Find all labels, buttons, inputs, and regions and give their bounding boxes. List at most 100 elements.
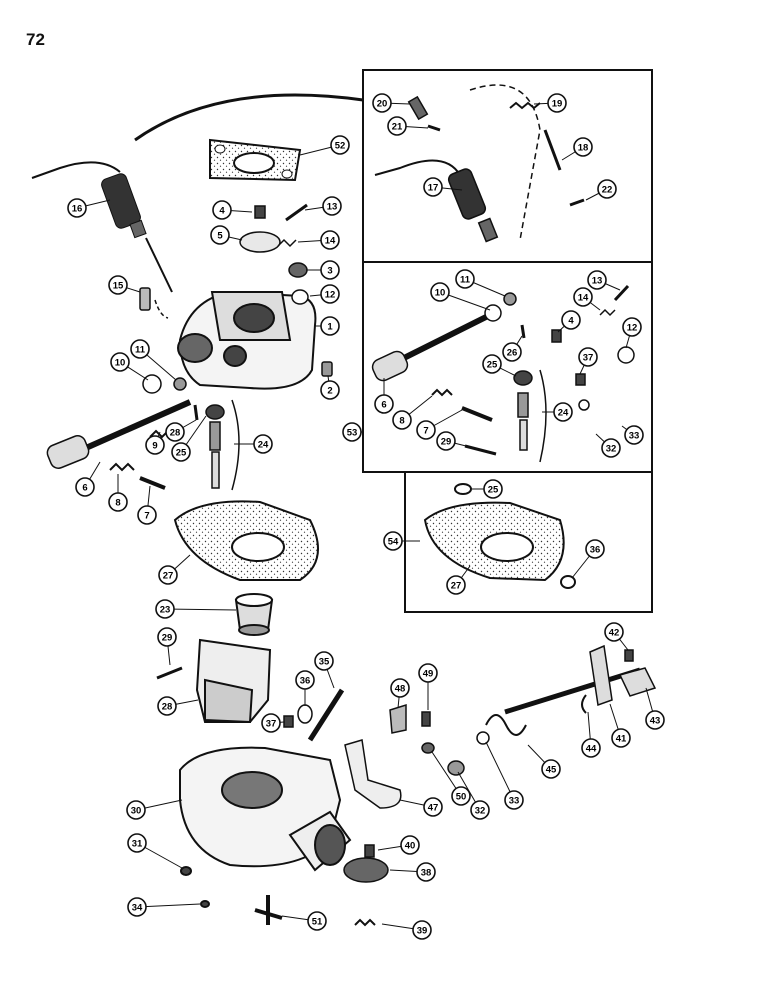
callout-circle — [157, 696, 177, 716]
callout-label: 49 — [423, 669, 434, 680]
callout-label: 32 — [475, 806, 486, 817]
callout-label: 36 — [300, 676, 311, 687]
callout-label: 53 — [347, 428, 358, 439]
callout-53: 53 — [342, 422, 362, 442]
callout-1: 1 — [320, 316, 340, 336]
callout-circle — [418, 663, 438, 683]
callout-circle — [483, 479, 503, 499]
callout-label: 27 — [451, 581, 462, 592]
callout-11: 11 — [455, 269, 475, 289]
venturi-23 — [234, 593, 274, 636]
callout-label: 28 — [162, 702, 173, 713]
callout-38: 38 — [416, 862, 436, 882]
callout-circle — [561, 310, 581, 330]
callout-label: 42 — [609, 628, 620, 639]
body-gasket-27 — [173, 500, 319, 581]
callout-label: 25 — [487, 360, 498, 371]
callout-label: 34 — [132, 903, 143, 914]
callout-label: 23 — [160, 605, 171, 616]
callout-34: 34 — [127, 897, 147, 917]
callout-circle — [622, 317, 642, 337]
callout-circle — [165, 422, 185, 442]
callout-30: 30 — [126, 800, 146, 820]
callout-label: 25 — [488, 485, 499, 496]
callout-circle — [416, 420, 436, 440]
callout-label: 19 — [552, 99, 563, 110]
callout-circle — [645, 710, 665, 730]
callout-label: 16 — [72, 204, 83, 215]
fuel-shutoff-solenoid-16 — [31, 161, 173, 293]
callout-41: 41 — [611, 728, 631, 748]
callout-label: 3 — [327, 266, 332, 277]
callout-label: 29 — [162, 633, 173, 644]
callout-9: 9 — [145, 435, 165, 455]
linkage-parts — [344, 644, 657, 809]
callout-label: 4 — [219, 206, 225, 217]
callout-label: 6 — [82, 483, 87, 494]
callout-circle — [624, 425, 644, 445]
inset-53-parts — [371, 284, 635, 463]
callout-label: 44 — [586, 744, 597, 755]
callout-label: 18 — [578, 143, 589, 154]
callout-label: 12 — [627, 323, 638, 334]
callout-48: 48 — [390, 678, 410, 698]
callout-circle — [320, 316, 340, 336]
callout-circle — [578, 347, 598, 367]
callout-circle — [157, 627, 177, 647]
callout-label: 31 — [132, 839, 143, 850]
callout-6: 6 — [374, 394, 394, 414]
callout-circle — [601, 438, 621, 458]
callout-circle — [307, 911, 327, 931]
callout-label: 14 — [578, 293, 589, 304]
callout-12: 12 — [622, 317, 642, 337]
callout-label: 43 — [650, 716, 661, 727]
callout-7: 7 — [137, 505, 157, 525]
callout-circle — [541, 759, 561, 779]
callout-13: 13 — [587, 270, 607, 290]
inset-54-parts — [423, 483, 576, 589]
callout-label: 9 — [152, 441, 157, 452]
callout-circle — [547, 93, 567, 113]
callout-circle — [573, 137, 593, 157]
callout-5: 5 — [210, 225, 230, 245]
callout-circle — [320, 284, 340, 304]
callout-16: 16 — [67, 198, 87, 218]
inset-frames — [134, 69, 653, 613]
callout-31: 31 — [127, 833, 147, 853]
callout-label: 45 — [546, 765, 557, 776]
callout-6: 6 — [75, 477, 95, 497]
callout-29: 29 — [157, 627, 177, 647]
callout-circle — [553, 402, 573, 422]
callout-51: 51 — [307, 911, 327, 931]
callout-25: 25 — [171, 442, 191, 462]
callout-20: 20 — [372, 93, 392, 113]
callout-17: 17 — [423, 177, 443, 197]
callout-circle — [330, 135, 350, 155]
callout-circle — [322, 196, 342, 216]
callout-label: 30 — [131, 806, 142, 817]
leader-line-34 — [136, 903, 201, 908]
callout-circle — [127, 897, 147, 917]
callout-22: 22 — [597, 179, 617, 199]
callout-label: 8 — [115, 498, 120, 509]
callout-label: 26 — [507, 348, 518, 359]
callout-circle — [581, 738, 601, 758]
callout-21: 21 — [387, 116, 407, 136]
callout-4: 4 — [212, 200, 232, 220]
callout-circle — [597, 179, 617, 199]
callout-circle — [390, 678, 410, 698]
callout-label: 8 — [399, 416, 404, 427]
callout-label: 24 — [258, 440, 269, 451]
callout-circle — [470, 800, 490, 820]
callout-label: 1 — [327, 322, 333, 333]
callout-14: 14 — [573, 287, 593, 307]
callout-circle — [108, 492, 128, 512]
callout-32: 32 — [470, 800, 490, 820]
flange-gasket-52 — [209, 138, 302, 182]
callout-label: 39 — [417, 926, 428, 937]
leader-lines — [76, 102, 656, 931]
callout-50: 50 — [451, 786, 471, 806]
callout-circle — [573, 287, 593, 307]
callout-32: 32 — [601, 438, 621, 458]
